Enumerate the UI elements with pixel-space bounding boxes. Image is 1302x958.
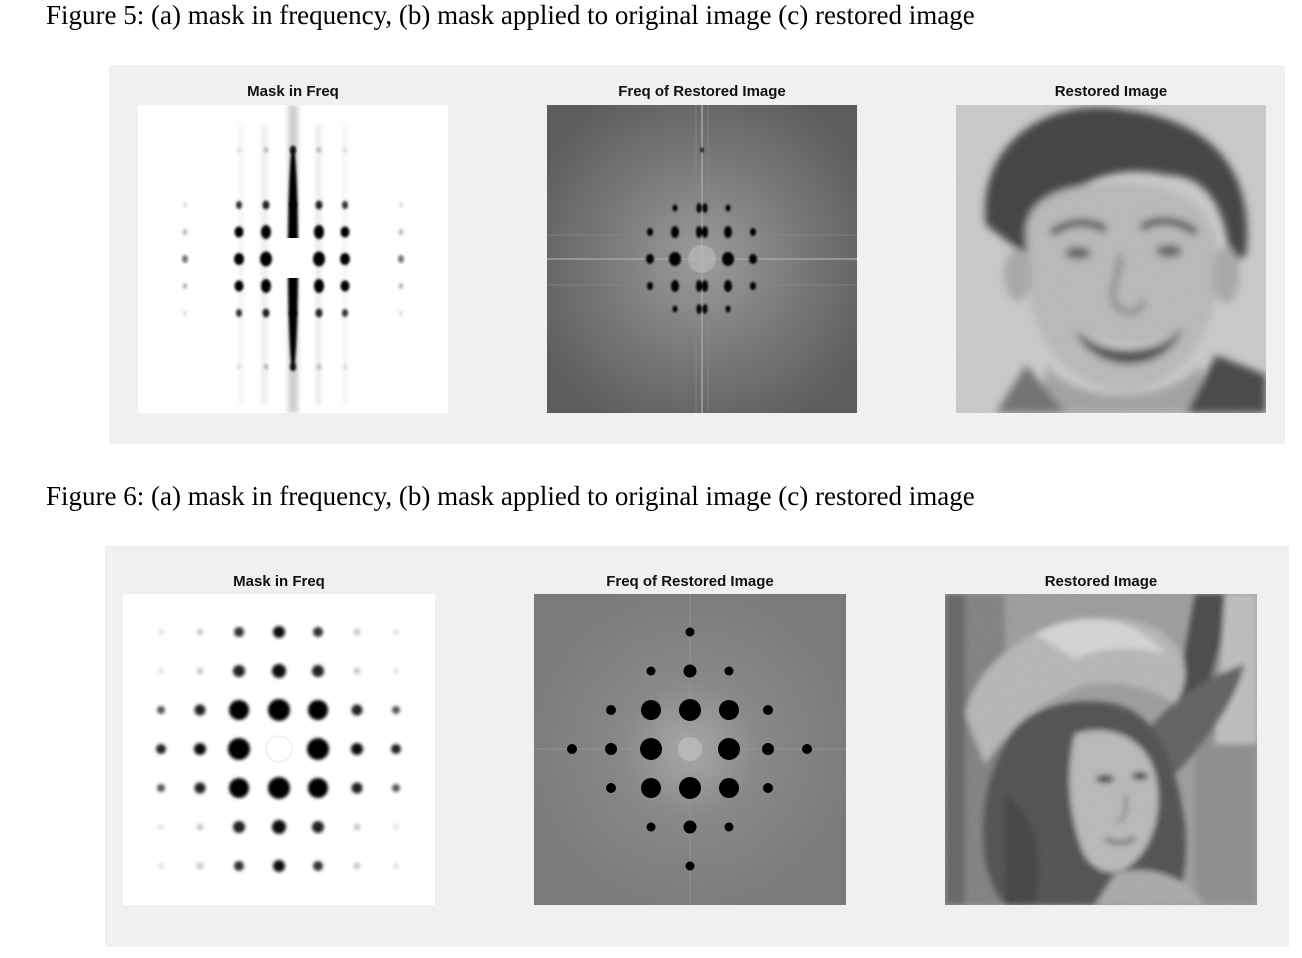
fig6-freq-subplot: Freq of Restored Image [534, 573, 846, 907]
fig6-freq-title: Freq of Restored Image [606, 573, 774, 590]
fig5-mask-title: Mask in Freq [247, 83, 339, 100]
fig6-mask-image [123, 594, 435, 905]
fig6-restored-image [945, 594, 1257, 905]
fig5-freq-image [547, 105, 857, 413]
fig5-restored-subplot: Restored Image [956, 83, 1266, 413]
fig6-mask-subplot: Mask in Freq [123, 573, 435, 907]
fig6-restored-subplot: Restored Image [945, 573, 1257, 907]
fig6-restored-title: Restored Image [1044, 573, 1158, 590]
fig6-mask-title: Mask in Freq [233, 573, 325, 590]
fig5-mask-subplot: Mask in Freq [138, 83, 448, 413]
figure-6-caption: Figure 6: (a) mask in frequency, (b) mas… [46, 481, 975, 511]
figure-5-caption: Figure 5: (a) mask in frequency, (b) mas… [46, 0, 975, 30]
fig5-restored-title: Restored Image [1054, 83, 1168, 100]
figure-6-panel: Mask in Freq [105, 546, 1289, 947]
fig6-freq-image [534, 594, 846, 905]
fig5-freq-title: Freq of Restored Image [618, 83, 786, 100]
fig5-freq-subplot: Freq of Restored Image [547, 83, 857, 413]
figure-5-panel: Mask in Freq [109, 65, 1285, 444]
fig5-restored-image [956, 105, 1266, 413]
fig5-mask-image [138, 105, 448, 413]
